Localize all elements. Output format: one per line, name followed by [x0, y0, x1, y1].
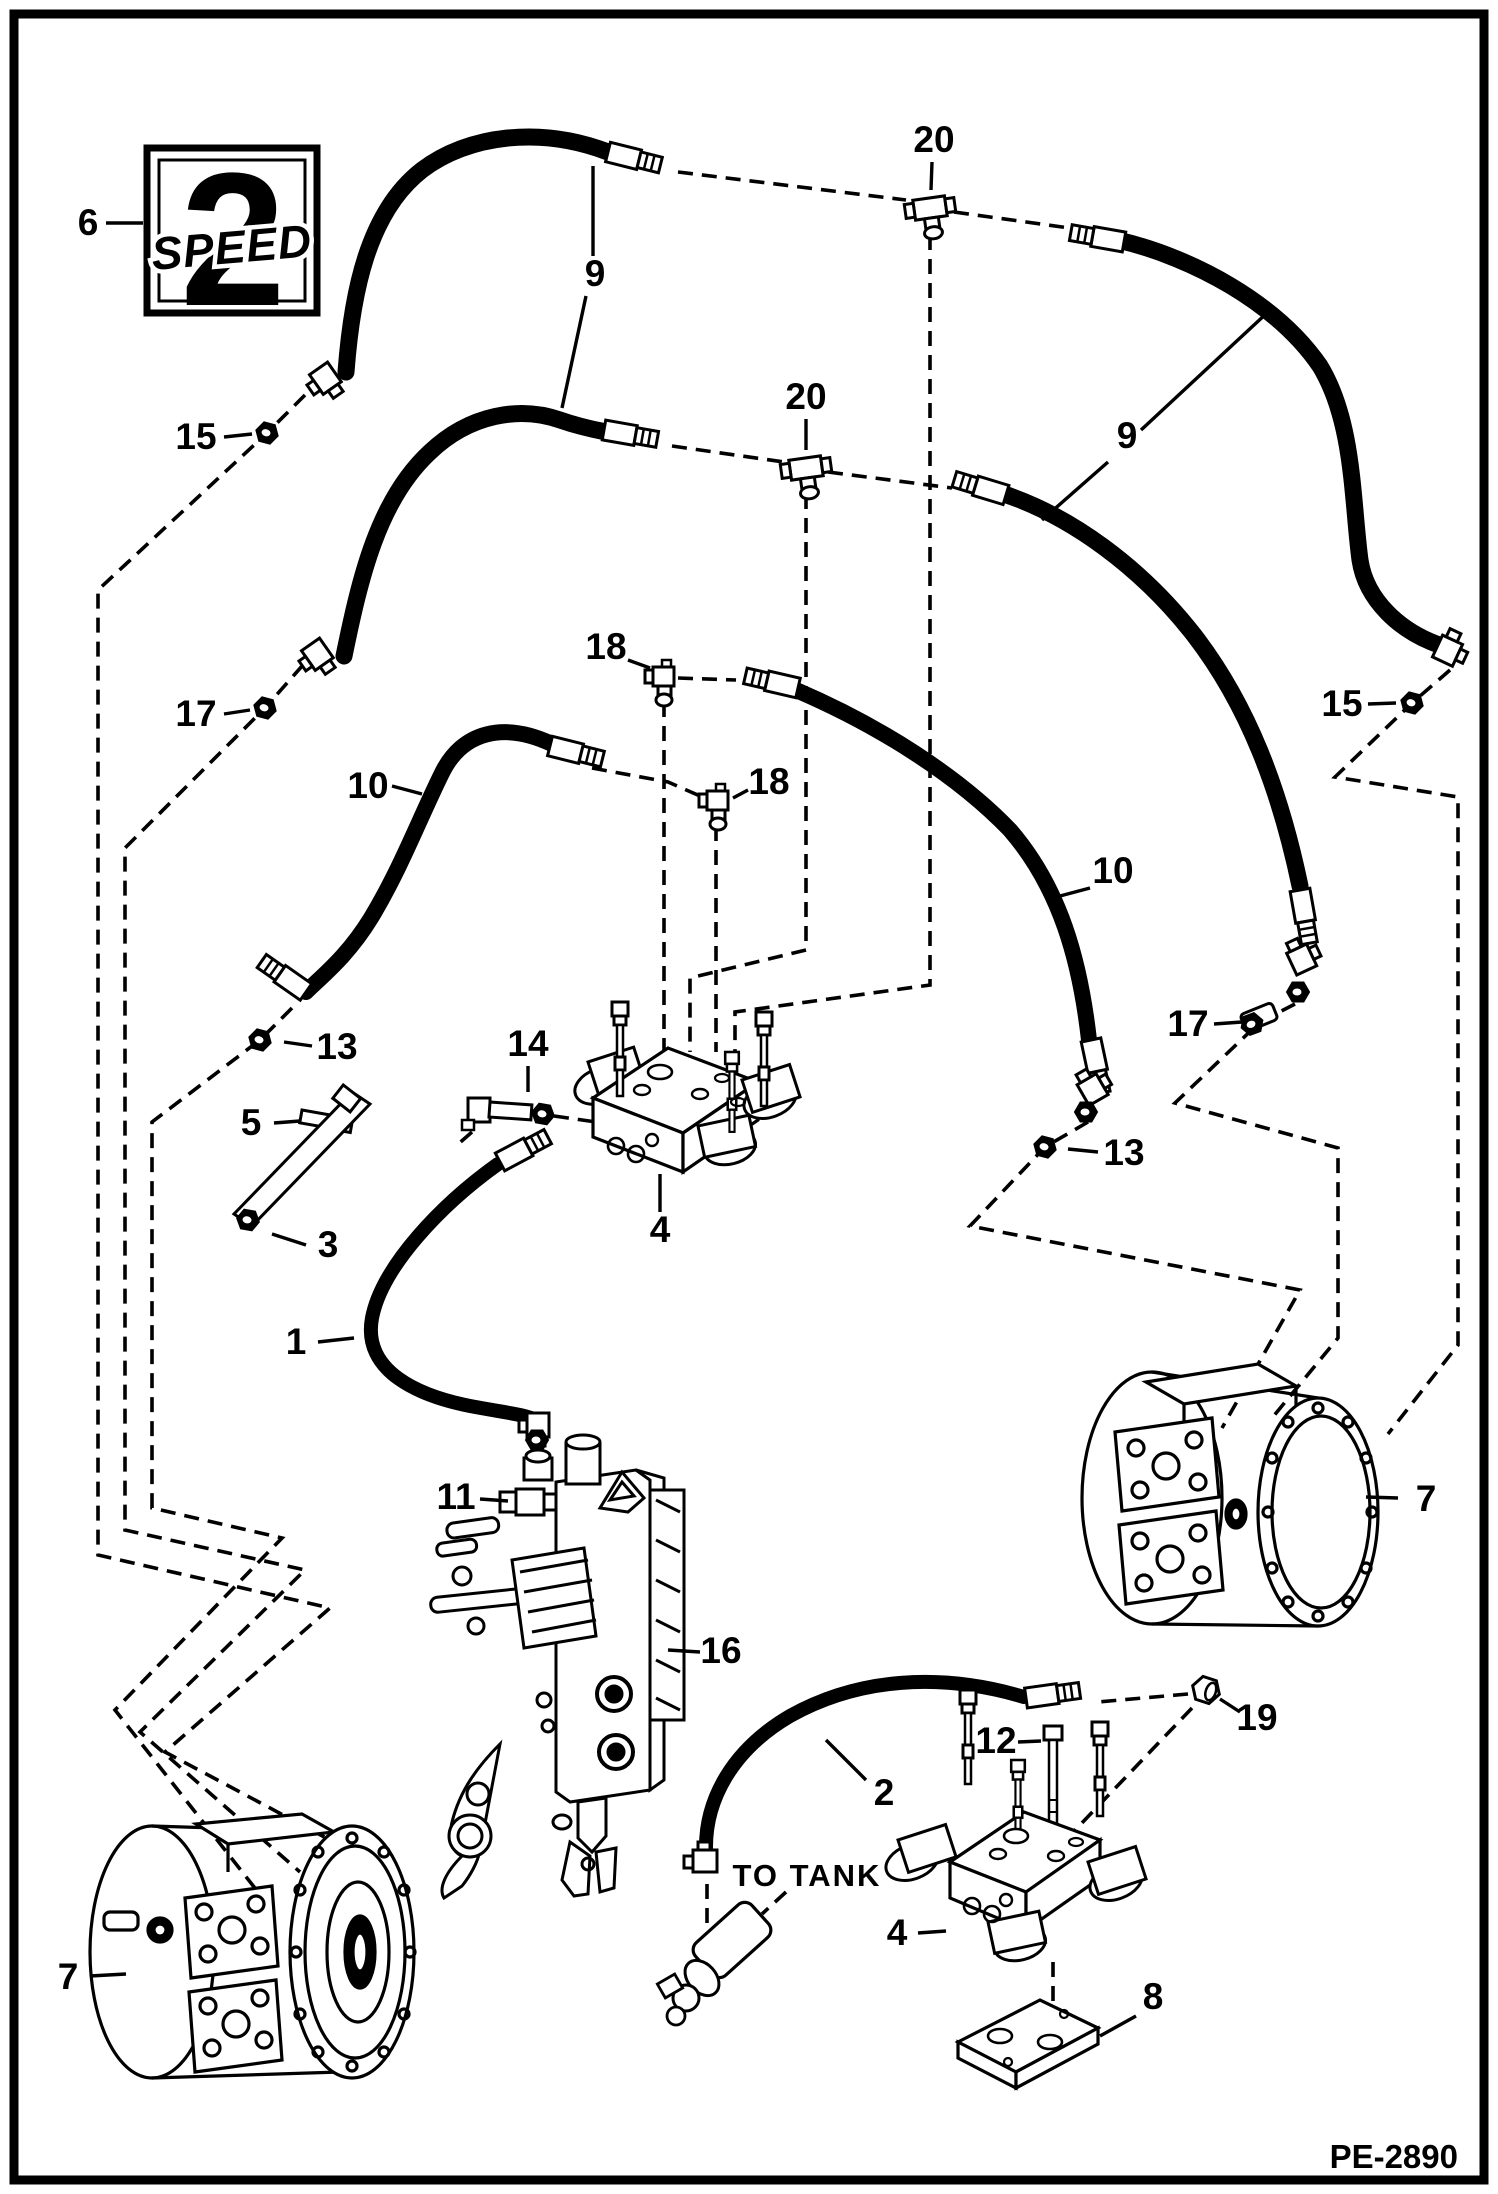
callout-leader-9b	[1040, 460, 1110, 522]
callout-1: 1	[286, 1321, 307, 1362]
callout-6: 6	[78, 202, 99, 243]
callout-3: 3	[318, 1224, 339, 1265]
valve-block-4-bottom	[884, 1688, 1148, 1963]
control-valve-16	[429, 1433, 686, 1901]
plate-8	[954, 1998, 1102, 2091]
callout-10L: 10	[347, 765, 388, 806]
callout-18a: 18	[585, 626, 626, 667]
hose-2	[698, 1675, 1031, 1857]
callout-15R: 15	[1321, 683, 1362, 724]
callout-leader-9a	[560, 295, 588, 409]
callout-leader-1	[317, 1336, 355, 1344]
callout-leader-18b	[732, 788, 749, 800]
hose-9-left-upper	[337, 128, 617, 381]
callout-9a: 9	[585, 253, 606, 294]
callout-leader-16	[667, 1648, 701, 1654]
callout-9b: 9	[1117, 415, 1138, 456]
drive-motor-left	[88, 1812, 417, 2080]
callout-leader-13R	[1067, 1147, 1099, 1154]
callout-17L: 17	[175, 693, 216, 734]
callout-leader-11	[479, 1497, 509, 1503]
hose-10-left	[298, 724, 560, 1000]
callout-13L: 13	[316, 1026, 357, 1067]
callout-17R: 17	[1167, 1003, 1208, 1044]
callout-10R: 10	[1092, 850, 1133, 891]
hose-9R-lower-nut	[1286, 981, 1310, 1003]
callout-20a: 20	[913, 119, 954, 160]
valve-block-4-top	[573, 1000, 802, 1176]
callout-2: 2	[874, 1772, 895, 1813]
callout-20b: 20	[785, 376, 826, 417]
hydraulic-hoses	[298, 128, 1451, 1857]
callout-19: 19	[1236, 1697, 1277, 1738]
callout-12: 12	[975, 1720, 1016, 1761]
callout-8: 8	[1143, 1976, 1164, 2017]
bracket-3	[231, 1082, 373, 1233]
callout-leader-15L	[223, 432, 253, 439]
logo-number: 2	[180, 134, 286, 346]
callout-leader-7R	[1365, 1495, 1399, 1500]
callout-leader-4b	[917, 1929, 947, 1935]
callout-7R: 7	[1416, 1478, 1437, 1519]
callout-leader-19	[1219, 1697, 1241, 1714]
callout-leader-10R	[1059, 886, 1091, 898]
hose-9-right-lower	[995, 485, 1309, 895]
callout-14: 14	[507, 1023, 549, 1064]
drawing-number: PE-2890	[1330, 2138, 1458, 2175]
callout-leader-8	[1099, 2014, 1137, 2038]
callout-5: 5	[241, 1102, 262, 1143]
callout-leader-9b	[1139, 310, 1270, 432]
callout-13R: 13	[1103, 1132, 1144, 1173]
fitting-11	[498, 1487, 558, 1517]
callout-leader-5	[273, 1119, 301, 1125]
callout-7L: 7	[58, 1956, 79, 1997]
callout-leader-2	[824, 1738, 868, 1782]
callout-leader-10L	[391, 784, 423, 796]
callout-18b: 18	[748, 761, 789, 802]
loose-hardware	[231, 193, 1427, 1834]
callout-16: 16	[700, 1630, 741, 1671]
drive-motor-right	[1080, 1362, 1380, 1628]
to-tank-label: TO TANK	[733, 1858, 882, 1893]
callout-leader-7L	[89, 1972, 127, 1978]
callout-leader-15R	[1367, 701, 1397, 706]
hose-10R-lower-nut	[1074, 1101, 1098, 1123]
hose-10-right	[788, 682, 1097, 1048]
callout-11: 11	[436, 1476, 475, 1517]
to-tank-fitting	[655, 1900, 773, 2027]
callout-leader-12	[1017, 1739, 1042, 1744]
callout-leader-17R	[1213, 1020, 1243, 1026]
callout-15L: 15	[175, 416, 216, 457]
callout-leader-17L	[223, 708, 251, 716]
two-speed-logo: 2 SPEED	[143, 134, 321, 346]
callout-leader-3	[271, 1232, 307, 1247]
callout-4b: 4	[887, 1912, 908, 1953]
hose-1-lower-nut	[525, 1429, 549, 1451]
callout-4a: 4	[650, 1209, 671, 1250]
hose-1	[363, 1157, 538, 1425]
hose-9-right-upper	[1113, 232, 1451, 655]
fitting-14	[460, 1096, 557, 1132]
callout-leader-20a	[929, 161, 934, 191]
callout-leader-13L	[283, 1040, 313, 1048]
callout-leader-18a	[627, 658, 651, 670]
hose-9-left-lower	[335, 405, 615, 665]
